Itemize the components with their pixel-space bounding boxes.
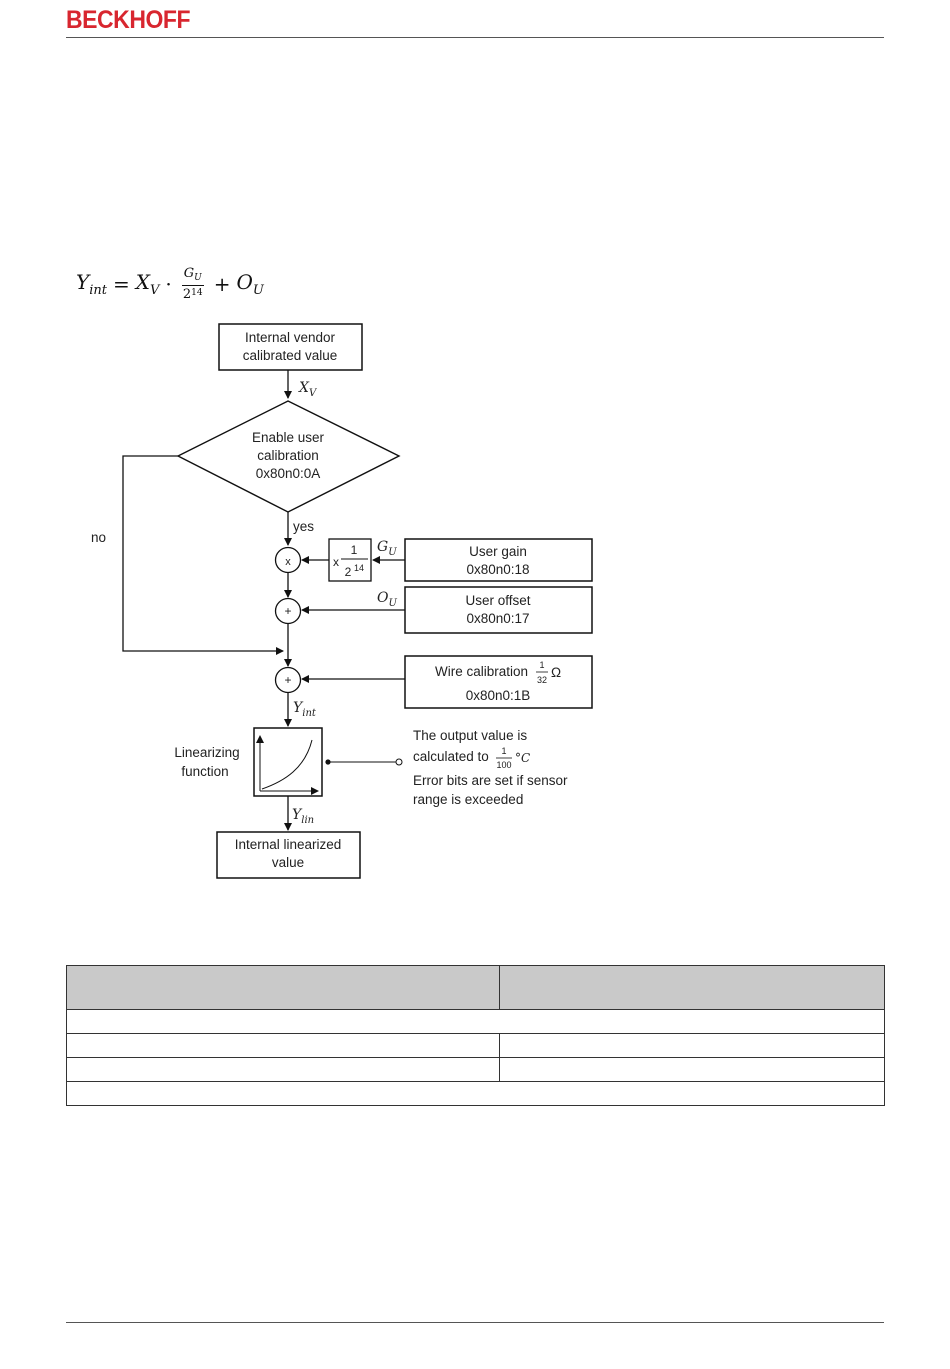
- user-offset-label: User offset: [465, 593, 530, 608]
- formula-equals: =: [112, 272, 130, 296]
- decision-line1: Enable user: [252, 430, 325, 445]
- table-cell: [66, 1033, 500, 1058]
- vendor-box-line2: calibrated value: [243, 348, 338, 363]
- scale-x: x: [333, 555, 339, 569]
- linearizing-label-line2: function: [181, 764, 228, 779]
- scale-denominator: 2: [345, 565, 352, 579]
- header-rule: [66, 37, 884, 38]
- output-box-line2: value: [272, 855, 304, 870]
- decision-line2: calibration: [257, 448, 319, 463]
- table-header-row: [66, 965, 885, 1010]
- table-row: [66, 1033, 885, 1058]
- formula-fraction: GU 214: [181, 265, 204, 302]
- user-gain-label: User gain: [469, 544, 527, 559]
- arrow-no-bypass: [122, 455, 284, 655]
- yes-label: yes: [293, 519, 314, 534]
- table-header-cell: [66, 965, 500, 1010]
- info-table: [66, 965, 885, 1106]
- wire-unit: Ω: [551, 665, 561, 680]
- table-cell: [499, 1057, 885, 1082]
- table-cell: [66, 1057, 500, 1082]
- linearizing-function-box: [253, 727, 323, 797]
- formula-lhs: Yint: [76, 270, 107, 298]
- formula-plus: +: [213, 272, 231, 296]
- output-box-line1: Internal linearized: [235, 837, 342, 852]
- xv-label: XV: [298, 380, 318, 399]
- decision-line3: 0x80n0:0A: [256, 466, 321, 481]
- table-header-cell: [499, 965, 885, 1010]
- vendor-box-line1: Internal vendor: [245, 330, 336, 345]
- wire-calibration-index: 0x80n0:1B: [466, 688, 531, 703]
- user-gain-box: [404, 538, 593, 582]
- scale-denominator-exponent: 14: [354, 563, 364, 573]
- table-row: [66, 1009, 885, 1034]
- beckhoff-logo: BECKHOFF: [66, 6, 191, 34]
- wire-frac-den: 32: [537, 675, 547, 685]
- user-offset-box: [404, 586, 593, 634]
- note-line3: Error bits are set if sensor: [413, 773, 568, 788]
- scale-numerator: 1: [351, 543, 358, 557]
- table-row: [66, 1081, 885, 1106]
- ylin-label: Ylin: [292, 807, 314, 826]
- add-offset-symbol: +: [284, 604, 291, 618]
- linearized-value-box: [216, 831, 361, 879]
- no-label: no: [91, 530, 106, 545]
- yint-label: Yint: [293, 700, 317, 719]
- gu-label: GU: [377, 539, 397, 558]
- linearization-curve: [261, 739, 313, 790]
- note-line2: calculated to: [413, 749, 489, 764]
- table-span-cell: [66, 1009, 885, 1034]
- ou-label: OU: [377, 590, 397, 609]
- formula-dot: ·: [165, 272, 172, 296]
- wire-calibration-box: [404, 655, 593, 709]
- user-offset-index: 0x80n0:17: [466, 611, 529, 626]
- table-row: [66, 1057, 885, 1082]
- note-line4: range is exceeded: [413, 792, 523, 807]
- wire-frac-num: 1: [539, 660, 544, 670]
- add-wire-symbol: +: [284, 673, 291, 687]
- multiply-symbol: x: [285, 556, 291, 568]
- linearizing-label-line1: Linearizing: [174, 745, 239, 760]
- note-frac-num: 1: [501, 746, 506, 756]
- note-frac-den: 100: [496, 760, 511, 770]
- note-unit: °C: [515, 751, 530, 765]
- wire-calibration-label: Wire calibration: [435, 664, 528, 679]
- footer-rule: [66, 1322, 884, 1323]
- table-span-cell: [66, 1081, 885, 1106]
- vendor-value-box: [218, 323, 363, 371]
- calibration-flow-diagram: Internal vendor calibrated value XV Enab…: [91, 323, 593, 879]
- formula-xv: XV: [135, 270, 160, 298]
- note-line1: The output value is: [413, 728, 527, 743]
- user-gain-index: 0x80n0:18: [466, 562, 529, 577]
- table-cell: [499, 1033, 885, 1058]
- formula-ou: OU: [236, 270, 264, 298]
- calibration-formula: Yint = XV · GU 214 + OU: [76, 262, 264, 306]
- scale-factor-box: [328, 538, 372, 582]
